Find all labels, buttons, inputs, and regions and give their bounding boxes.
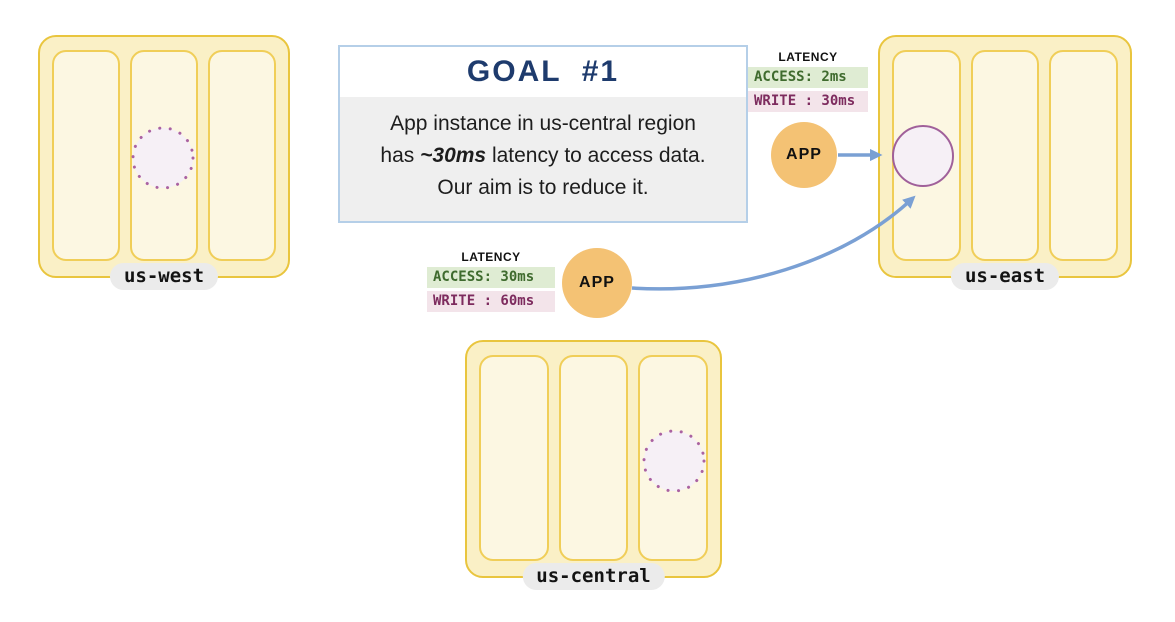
zone <box>558 355 629 561</box>
zone <box>52 50 120 261</box>
goal-body-line3: Our aim is to reduce it. <box>437 176 649 199</box>
data-replica-dotted-us-west <box>131 126 195 190</box>
goal-header: GOAL #1 <box>340 47 746 97</box>
region-label-us-east: us-east <box>950 263 1060 290</box>
zone <box>208 50 276 261</box>
zone <box>479 355 549 561</box>
goal-latency-emphasis: ~30ms <box>420 144 487 167</box>
goal-body-text: App instance in us-central region has ~3… <box>340 97 746 221</box>
goal-title: GOAL #1 <box>466 55 620 88</box>
latency-block-central: LATENCY ACCESS: 30ms WRITE : 60ms <box>427 250 555 315</box>
zone <box>970 50 1040 261</box>
goal-body-line2: has ~30ms latency to access data. <box>380 144 706 167</box>
data-primary-us-east <box>892 125 954 187</box>
latency-block-east: LATENCY ACCESS: 2ms WRITE : 30ms <box>748 50 868 115</box>
zone <box>1049 50 1119 261</box>
goal-body-line1: App instance in us-central region <box>390 112 696 135</box>
data-replica-dotted-us-central <box>642 429 706 493</box>
latency-title: LATENCY <box>778 50 838 64</box>
app-instance-east: APP <box>771 122 837 188</box>
latency-title: LATENCY <box>461 250 521 264</box>
latency-write-row: WRITE : 30ms <box>748 91 868 112</box>
region-label-us-central: us-central <box>522 563 665 590</box>
latency-access-row: ACCESS: 30ms <box>427 267 555 288</box>
latency-access-row: ACCESS: 2ms <box>748 67 868 88</box>
region-label-us-west: us-west <box>109 263 219 290</box>
app-instance-central: APP <box>562 248 632 318</box>
latency-write-row: WRITE : 60ms <box>427 291 555 312</box>
goal-callout: GOAL #1 App instance in us-central regio… <box>338 45 748 223</box>
